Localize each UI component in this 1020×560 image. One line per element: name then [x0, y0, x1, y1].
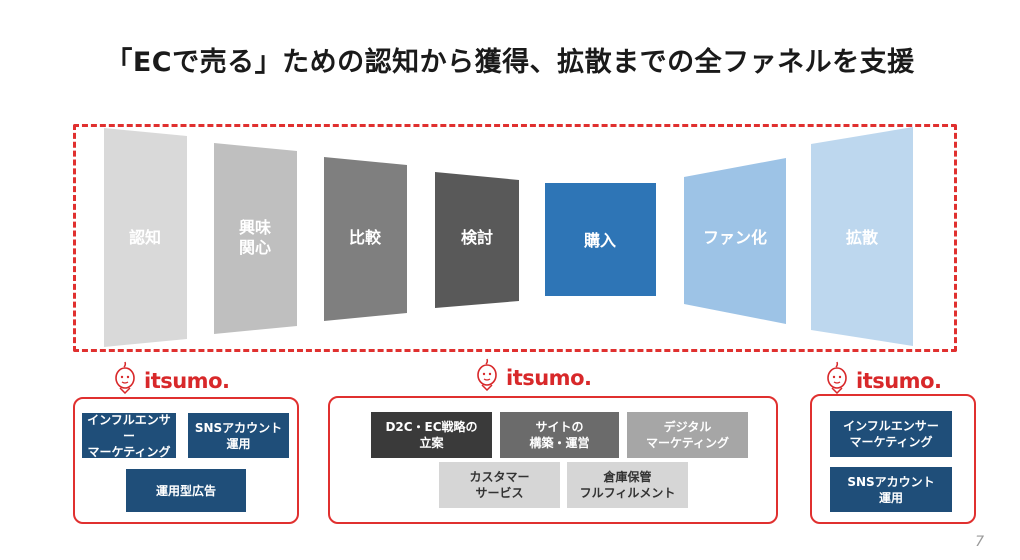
tile-digital-marketing: デジタル マーケティング [627, 412, 748, 458]
funnel-label-fan: ファン化 [702, 228, 768, 247]
itsumo-logo-right: itsumo. [826, 360, 942, 394]
funnel-frame [73, 124, 957, 352]
funnel-label-consider: 検討 [460, 228, 494, 247]
tile-d2c-strategy: D2C・EC戦略の 立案 [371, 412, 492, 458]
page-title: 「ECで売る」ための認知から獲得、拡散までの全ファネルを支援 [105, 47, 915, 78]
tile-influencer-marketing: インフルエンサー マーケティング [82, 413, 176, 459]
funnel-label-purchase: 購入 [583, 231, 617, 250]
tile-customer-service: カスタマー サービス [439, 462, 560, 508]
tile-site-operation: サイトの 構築・運営 [500, 412, 619, 458]
tile-ad-operations: 運用型広告 [126, 469, 246, 512]
funnel-stage-interest [214, 143, 297, 334]
funnel-label-interest: 興味 関心 [238, 218, 272, 257]
tile-fulfillment: 倉庫保管 フルフィルメント [567, 462, 688, 508]
logo-text: itsumo. [856, 369, 942, 393]
funnel-label-awareness: 認知 [128, 228, 162, 247]
funnel-label-spread: 拡散 [845, 228, 879, 247]
funnel-stage-compare [324, 157, 407, 321]
tile-sns-account-right: SNSアカウント 運用 [830, 467, 952, 512]
tile-influencer-marketing-right: インフルエンサー マーケティング [830, 411, 952, 457]
itsumo-logo-left: itsumo. [114, 360, 230, 394]
funnel-stage-consider [435, 172, 519, 308]
logo-text: itsumo. [506, 366, 592, 390]
logo-text: itsumo. [144, 369, 230, 393]
mascot-icon [477, 358, 497, 391]
funnel-stage-awareness [104, 128, 187, 347]
mascot-icon [827, 361, 847, 394]
funnel-stage-fan [684, 158, 786, 324]
tile-sns-account: SNSアカウント 運用 [188, 413, 289, 458]
mascot-icon [115, 361, 135, 394]
funnel-label-compare: 比較 [348, 228, 382, 247]
itsumo-logo-center: itsumo. [476, 357, 592, 391]
page-number: 7 [975, 534, 984, 550]
funnel-stage-purchase [545, 183, 656, 296]
funnel-stage-spread [811, 127, 913, 346]
